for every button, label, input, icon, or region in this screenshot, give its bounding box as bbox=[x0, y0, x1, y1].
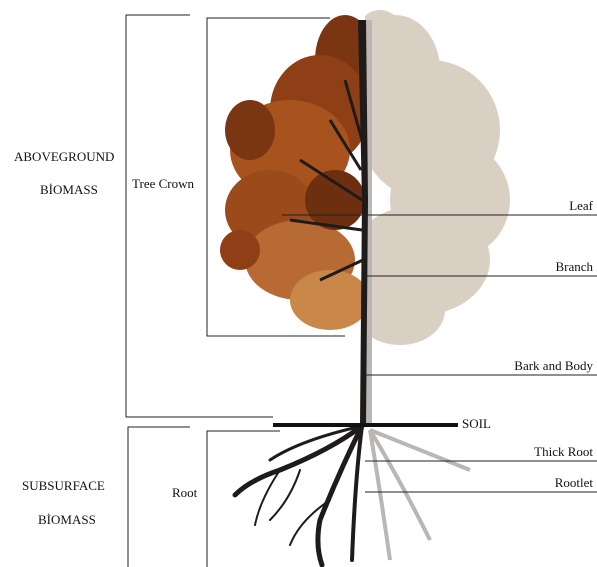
subsurface-title-line1: SUBSURFACE bbox=[22, 479, 105, 492]
aboveground-title-line1: ABOVEGROUND bbox=[14, 150, 114, 163]
aboveground-title-line2: BİOMASS bbox=[40, 183, 98, 196]
rootlet-label: Rootlet bbox=[555, 476, 593, 489]
subsurface-title-line2: BİOMASS bbox=[38, 513, 96, 526]
branch-label: Branch bbox=[555, 260, 593, 273]
tree-crown-label: Tree Crown bbox=[132, 177, 194, 190]
bark-and-body-label: Bark and Body bbox=[514, 359, 593, 372]
tree-roots bbox=[235, 426, 362, 565]
root-label: Root bbox=[172, 486, 197, 499]
soil-label: SOIL bbox=[462, 417, 491, 430]
autumn-crown-left bbox=[220, 15, 375, 330]
leaf-label: Leaf bbox=[569, 199, 593, 212]
thick-root-label: Thick Root bbox=[534, 445, 593, 458]
root-bracket bbox=[207, 431, 280, 567]
faded-crown-right bbox=[350, 10, 510, 345]
